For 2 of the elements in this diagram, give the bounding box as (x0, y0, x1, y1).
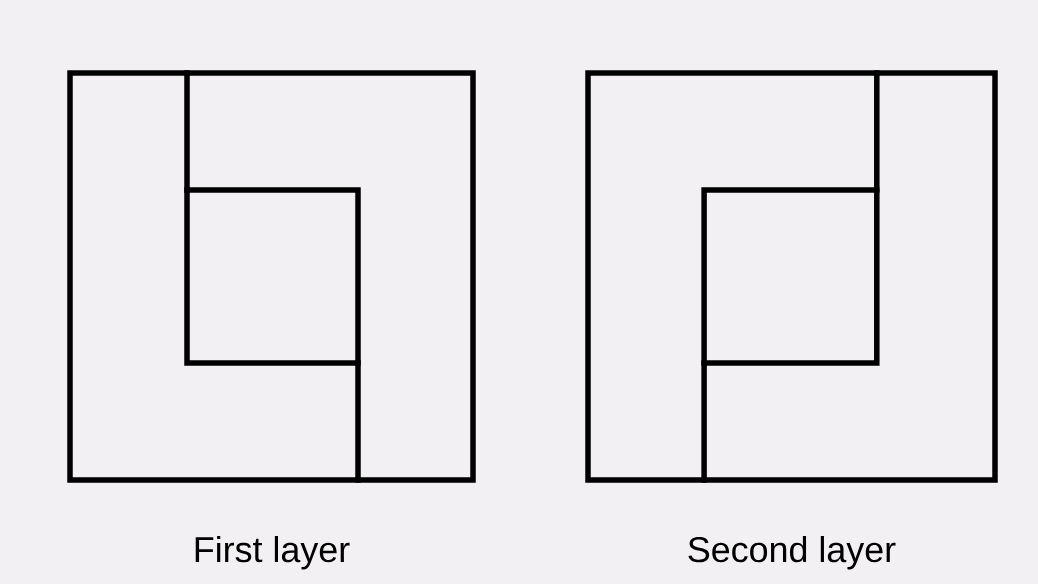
layer-label: Second layer (688, 536, 896, 570)
layer-label: First layer (195, 536, 350, 570)
